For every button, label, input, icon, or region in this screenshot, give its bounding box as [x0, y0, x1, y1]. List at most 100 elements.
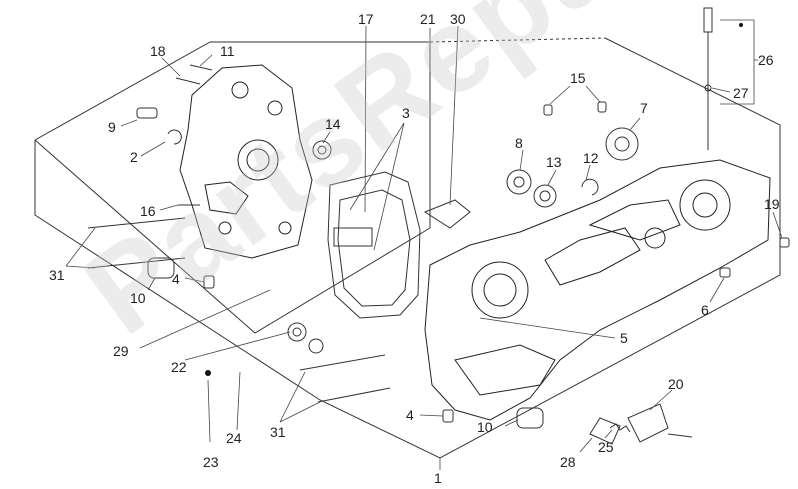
callout-6: 6	[701, 302, 709, 318]
callout-15: 15	[570, 70, 586, 86]
bearing-14	[312, 140, 332, 160]
callout-11: 11	[220, 43, 235, 59]
callout-19: 19	[764, 196, 780, 212]
leader-4-right	[419, 414, 444, 417]
leader-31-b	[65, 265, 96, 269]
leader-31-d	[279, 401, 321, 423]
leader-16	[159, 204, 179, 211]
callout-20: 20	[668, 376, 684, 392]
callout-28: 28	[560, 454, 576, 470]
leader-7	[629, 117, 641, 131]
bearing-7	[605, 127, 639, 161]
spring-25	[609, 423, 631, 433]
callout-22: 22	[171, 359, 187, 375]
spacer-28	[589, 417, 621, 445]
leader-11	[199, 54, 213, 67]
oil-dipstick-26	[703, 7, 713, 150]
leader-4-left	[184, 277, 205, 283]
leader-24	[236, 371, 241, 431]
leader-31-a	[65, 227, 96, 267]
callout-30: 30	[450, 11, 466, 27]
leader-17	[364, 25, 367, 213]
bush-10-left	[147, 257, 175, 279]
stud-31-c	[299, 354, 386, 371]
bearing-13	[533, 184, 557, 208]
leader-18	[161, 57, 181, 77]
bolt-11	[189, 64, 213, 71]
plug-19	[779, 237, 790, 248]
leader-13	[547, 169, 557, 186]
bolt-18	[175, 77, 201, 85]
dowel-pin-9	[136, 107, 158, 119]
leader-31-c	[279, 371, 306, 423]
leader-30	[449, 25, 459, 206]
clip-12	[581, 178, 599, 196]
right-crankcase-housing	[424, 159, 771, 421]
frame-outline-main	[34, 37, 781, 459]
callout-2: 2	[130, 149, 138, 165]
callout-4-right: 4	[406, 407, 414, 423]
left-crankcase-cover	[179, 64, 313, 259]
leader-8	[519, 149, 524, 171]
callout-21: 21	[420, 11, 436, 27]
callout-31-bottom: 31	[270, 424, 286, 440]
dot-marker-23	[205, 370, 211, 376]
leader-27	[711, 87, 731, 93]
callout-24: 24	[226, 430, 242, 446]
leader-14	[322, 131, 331, 144]
callout-4-left: 4	[172, 271, 180, 287]
callout-3: 3	[402, 105, 410, 121]
callout-10-left: 10	[130, 290, 146, 306]
leader-5	[479, 317, 616, 339]
callout-5: 5	[620, 330, 628, 346]
bracket-20	[627, 403, 669, 443]
leader-19	[772, 211, 783, 239]
leader-9	[120, 119, 138, 127]
leader-28	[579, 437, 593, 453]
callout-14: 14	[325, 116, 341, 132]
leader-20	[649, 389, 673, 411]
callout-1: 1	[434, 470, 442, 486]
pin-4-left	[203, 275, 215, 289]
leader-3b	[373, 122, 405, 251]
oil-seal-22	[287, 322, 307, 342]
leader-15b	[585, 85, 601, 103]
leader-29	[139, 289, 271, 349]
callout-10-right: 10	[477, 419, 493, 435]
o-ring-24	[308, 338, 324, 354]
pin-4-right	[442, 409, 454, 423]
stud-31-d	[317, 387, 391, 403]
leader-22	[184, 331, 291, 361]
leader-6	[709, 277, 725, 303]
callout-7: 7	[640, 100, 648, 116]
crankcase-gasket	[327, 171, 421, 319]
callout-27: 27	[733, 85, 749, 101]
callout-23: 23	[203, 454, 219, 470]
leader-2	[140, 141, 166, 157]
leader-26-bracket	[720, 19, 755, 105]
callout-26: 26	[758, 52, 774, 68]
dot-marker-26	[739, 23, 743, 27]
leader-12	[585, 164, 591, 181]
leader-10-left	[147, 277, 156, 291]
bush-10-right	[516, 407, 544, 429]
callout-18: 18	[150, 43, 166, 59]
callout-12: 12	[583, 150, 599, 166]
callout-9: 9	[108, 119, 116, 135]
pin-15b	[597, 101, 607, 113]
leader-23	[207, 379, 211, 443]
pin-6	[719, 267, 731, 278]
bearing-8	[506, 169, 532, 195]
stud-31-a	[87, 217, 186, 229]
callout-17: 17	[358, 11, 374, 27]
callout-31-left: 31	[49, 267, 65, 283]
leader-25	[604, 429, 613, 439]
plate-30	[423, 199, 471, 229]
frame-outline-left	[34, 41, 431, 334]
stud-31-b	[87, 257, 186, 269]
bolt-20	[667, 433, 693, 438]
callout-8: 8	[515, 135, 523, 151]
frame-outline-divider	[429, 37, 606, 43]
callout-13: 13	[546, 154, 562, 170]
